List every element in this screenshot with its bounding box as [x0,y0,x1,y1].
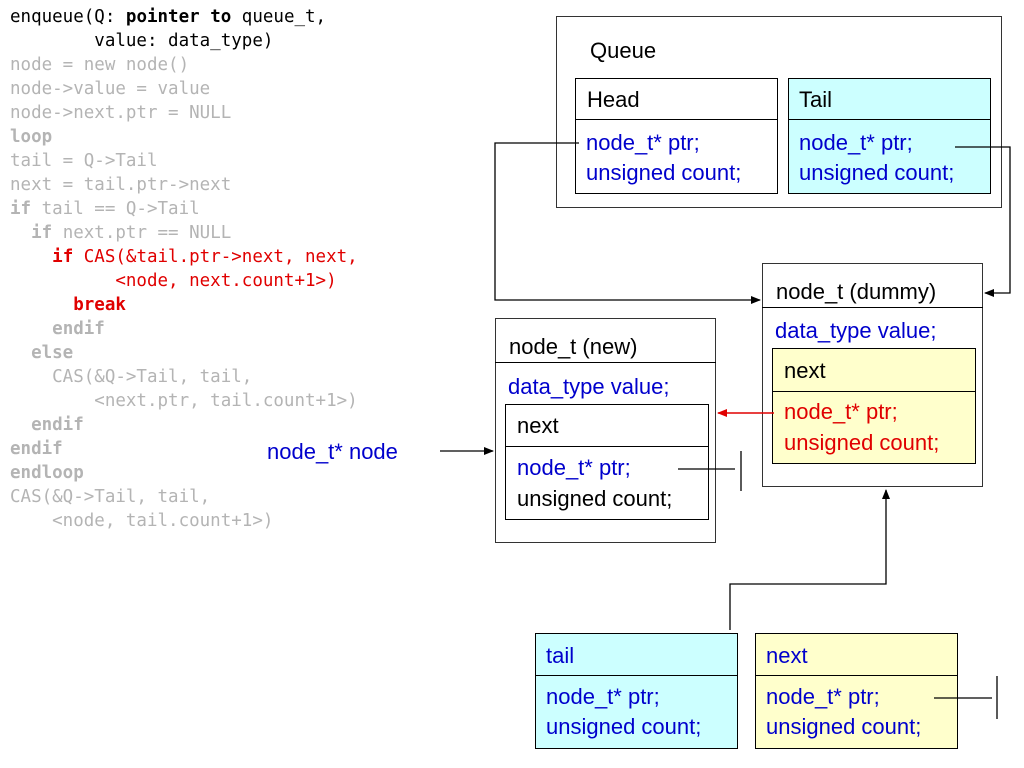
queue-tail-field [788,78,991,194]
code-line: <node, tail.count+1>) [10,511,274,531]
code-line: endloop [10,463,84,483]
node-pointer-label: node_t* node [267,439,398,464]
tail-to-dummy-arrow [955,146,1011,297]
dummy-next-ptr: node_t* ptr; [784,399,898,424]
local-tail-ptr: node_t* ptr; [546,684,660,709]
code-line: endif [31,415,84,435]
head-count: unsigned count; [586,160,742,185]
head-to-dummy-arrow [494,142,761,304]
new-node-value: data_type value; [508,374,670,399]
queue-head-field [575,78,778,194]
code-line: else [31,343,74,363]
code-line: loop [10,127,53,147]
local-tail-count: unsigned count; [546,714,702,739]
dummy-next-title: next [784,358,826,383]
code-line: break [73,295,126,315]
head-divider [575,119,778,120]
code-line: enqueue(Q: pointer to queue_t, [10,7,327,27]
dummy-next-divider [772,391,976,392]
head-title: Head [587,87,640,112]
new-next-title: next [517,413,559,438]
code-line: value: data_type) [10,31,274,51]
dummy-node-title: node_t (dummy) [776,279,937,304]
head-ptr: node_t* ptr; [586,130,700,155]
tail-ptr: node_t* ptr; [799,130,913,155]
code-line: endif [10,439,63,459]
code-line: node->value = value [10,79,211,99]
local-next-divider [755,675,958,676]
code-line: if CAS(&tail.ptr->next, next, [52,247,358,267]
new-next-ptr: node_t* ptr; [517,455,631,480]
code-line: next = tail.ptr->next [10,175,232,195]
tail-divider [788,119,991,120]
tail-count: unsigned count; [799,160,955,185]
code-line: tail = Q->Tail [10,151,158,171]
code-line: endif [52,319,105,339]
new-next-field [505,404,709,520]
local-tail-to-dummy-arrow [729,489,890,630]
local-next-count: unsigned count; [766,714,922,739]
code-line: <node, next.count+1>) [10,271,337,291]
queue-title: Queue [590,38,657,63]
local-tail-title: tail [546,643,575,668]
code-line: if next.ptr == NULL [31,223,232,243]
local-next-box [755,633,958,749]
dummy-next-field [772,348,976,464]
dummy-next-count: unsigned count; [784,430,940,455]
code-line: <next.ptr, tail.count+1>) [10,391,358,411]
local-tail-divider [535,675,738,676]
code-line: if tail == Q->Tail [10,199,200,219]
local-tail-box [535,633,738,749]
code-line: node = new node() [10,55,190,75]
new-node-title: node_t (new) [509,334,638,359]
code-line: node->next.ptr = NULL [10,103,232,123]
dummy-node-value: data_type value; [775,318,937,343]
dummy-title-divider [762,307,983,308]
new-next-divider [505,446,709,447]
tail-title: Tail [799,87,833,112]
code-line: CAS(&Q->Tail, tail, [10,367,253,387]
new-title-divider [495,362,716,363]
new-next-count: unsigned count; [517,486,673,511]
code-line: CAS(&Q->Tail, tail, [10,487,211,507]
local-next-ptr: node_t* ptr; [766,684,880,709]
enqueue-code: enqueue(Q: pointer to queue_t, value: da… [10,5,358,533]
local-next-title: next [766,643,808,668]
